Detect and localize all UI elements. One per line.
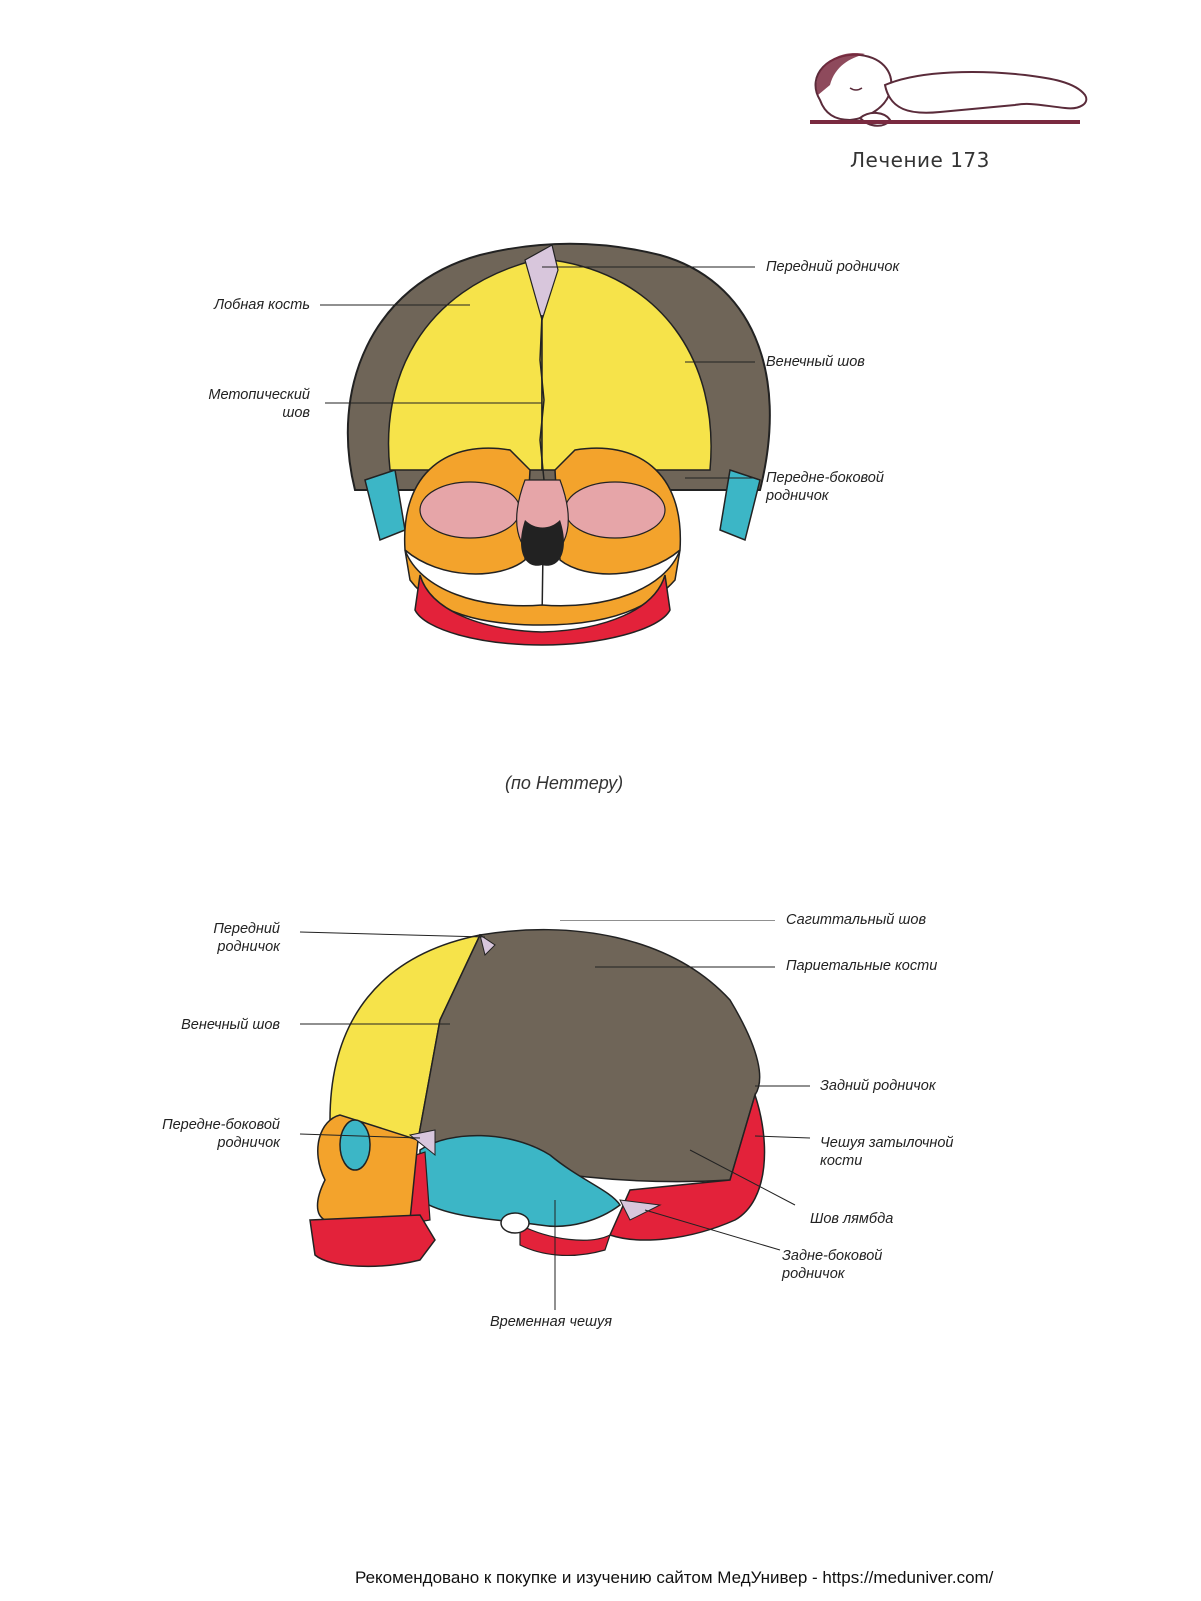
section-title: Лечение [850,148,944,172]
page-header: Лечение 173 [850,148,990,172]
footer-recommendation: Рекомендовано к покупке и изучению сайто… [355,1568,994,1587]
label-parietal-bones: Париетальные кости [786,958,938,974]
label-posterior-fontanelle: Задний родничок [820,1078,936,1094]
sleeping-baby-icon [790,40,1100,150]
label-temporal-squama: Временная чешуя [490,1314,613,1330]
label-metopic-suture: Метопический шов [208,387,310,421]
label-anterolateral-fontanelle-side: Передне-боковой родничок [162,1117,280,1151]
label-occipital-squama: Чешуя затылочной кости [820,1135,954,1169]
page-number: 173 [950,148,990,172]
skull-side-illustration [299,920,811,1310]
label-posterolateral-fontanelle: Задне-боковой родничок [782,1248,883,1282]
label-coronal-suture-side: Венечный шов [181,1017,280,1033]
label-coronal-suture: Венечный шов [766,354,865,370]
label-anterolateral-fontanelle: Передне-боковой родничок [766,470,884,504]
label-sagittal-suture: Сагиттальный шов [786,912,927,928]
skull-front-view: Передний родничок Лобная кость Венечный … [180,230,1000,680]
skull-front-illustration [320,242,771,646]
figure-caption: (по Неттеру) [505,773,624,793]
label-anterior-fontanelle-side: Передний родничок [213,921,280,955]
label-frontal-bone: Лобная кость [214,297,310,313]
skull-side-view: Сагиттальный шов Передний родничок Парие… [150,912,1030,1400]
label-lambdoid-suture: Шов лямбда [810,1211,894,1227]
label-anterior-fontanelle: Передний родничок [766,259,900,275]
